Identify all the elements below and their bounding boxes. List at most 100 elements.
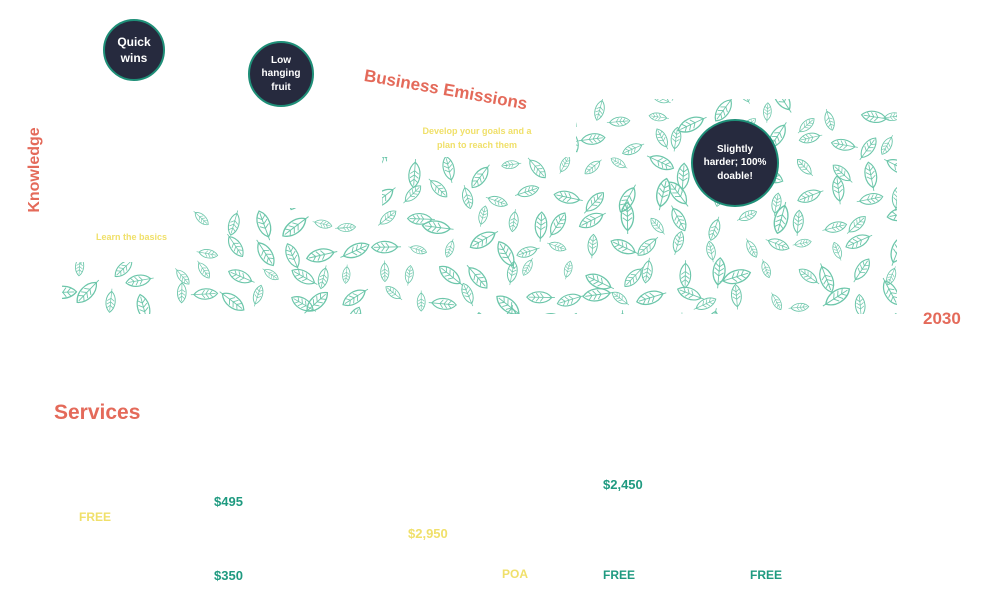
leaf-icon xyxy=(832,164,853,183)
leaf-icon xyxy=(100,129,120,144)
leaf-icon xyxy=(641,257,653,284)
leaf-icon xyxy=(191,188,219,200)
leaf-icon xyxy=(860,110,890,123)
leaf-icon xyxy=(74,315,106,331)
leaf-icon xyxy=(771,292,782,311)
leaf-icon xyxy=(421,220,454,234)
leaf-icon xyxy=(474,311,489,314)
leaf-icon xyxy=(719,269,752,285)
leaf-icon xyxy=(648,112,669,122)
leaf-icon xyxy=(428,298,457,310)
leaf-icon xyxy=(471,164,490,189)
leaf-icon xyxy=(227,233,244,258)
leaf-icon xyxy=(404,265,414,286)
step-label-develop-goals: Develop your goals and a plan to reach t… xyxy=(422,126,532,150)
leaf-icon xyxy=(428,178,448,198)
leaf-icon xyxy=(659,315,669,340)
leaf-icon xyxy=(892,77,914,102)
leaf-icon xyxy=(196,249,219,259)
leaf-icon xyxy=(853,258,870,283)
leaf-icon xyxy=(854,293,866,314)
leaf-icon xyxy=(255,195,280,206)
leaf-icon xyxy=(461,282,474,307)
leaf-icon xyxy=(62,216,76,233)
leaf-icon xyxy=(102,181,112,204)
leaf-icon xyxy=(825,323,847,339)
leaf-icon xyxy=(285,243,300,271)
leaf-icon xyxy=(624,266,644,287)
leaf-icon xyxy=(797,118,815,134)
leaf-icon xyxy=(765,238,790,251)
leaf-icon xyxy=(98,118,123,133)
leaf-icon xyxy=(286,128,298,155)
leaf-icon xyxy=(556,293,584,307)
service-price-1: FREE xyxy=(79,510,112,524)
leaf-icon xyxy=(139,80,165,95)
leaf-icon xyxy=(340,242,370,259)
leaf-icon xyxy=(526,291,555,304)
leaf-icon xyxy=(501,160,522,169)
leaf-icon xyxy=(819,263,835,293)
leaf-icon xyxy=(334,161,361,173)
leaf-icon xyxy=(709,76,737,101)
leaf-icon xyxy=(822,287,851,307)
leaf-icon xyxy=(886,266,897,286)
leaf-icon xyxy=(462,184,474,210)
leaf-icon xyxy=(256,210,272,241)
leaf-icon xyxy=(849,319,870,344)
leaf-icon xyxy=(564,125,579,153)
leaf-icon xyxy=(416,290,426,312)
leaf-icon xyxy=(882,112,897,121)
y-axis-label: Knowledge xyxy=(26,127,43,213)
leaf-icon xyxy=(335,223,357,232)
leaf-icon xyxy=(812,77,840,91)
leaf-icon xyxy=(886,207,897,222)
leaf-icon xyxy=(109,99,132,102)
leaf-icon xyxy=(230,140,252,157)
leaf-icon xyxy=(193,316,223,339)
leaf-icon xyxy=(429,315,447,335)
leaf-icon xyxy=(373,313,394,328)
leaf-icon xyxy=(256,319,285,346)
leaf-icon xyxy=(176,280,187,304)
leaf-icon xyxy=(262,158,283,168)
leaf-icon xyxy=(305,248,338,263)
leaf-icon xyxy=(618,184,636,213)
leaf-icon xyxy=(637,236,659,256)
leaf-icon xyxy=(282,216,309,237)
leaf-icon xyxy=(176,316,190,346)
leaf-icon xyxy=(136,293,151,314)
leaf-icon xyxy=(549,212,567,238)
leaf-icon xyxy=(584,159,602,175)
leaf-icon xyxy=(377,210,397,226)
leaf-icon xyxy=(712,257,726,289)
bubble-quick-wins: Quick wins xyxy=(103,19,165,81)
leaf-icon xyxy=(176,189,187,211)
leaf-icon xyxy=(587,85,615,96)
leaf-icon xyxy=(583,192,604,214)
leaf-icon xyxy=(650,217,665,235)
leaf-icon xyxy=(832,175,845,205)
leaf-icon xyxy=(693,297,717,310)
leaf-icon xyxy=(105,288,116,313)
leaf-icon xyxy=(559,155,571,174)
leaf-icon xyxy=(615,77,637,101)
leaf-icon xyxy=(228,269,255,284)
leaf-icon xyxy=(884,159,897,175)
leaf-icon xyxy=(193,168,223,185)
leaf-icon xyxy=(234,155,244,176)
leaf-icon xyxy=(106,159,133,177)
leaf-icon xyxy=(256,239,275,267)
leaf-icon xyxy=(610,239,639,255)
leaf-icon xyxy=(553,190,583,204)
leaf-icon xyxy=(466,264,488,289)
service-price-5: POA xyxy=(502,567,529,581)
leaf-icon xyxy=(846,216,866,234)
leaf-icon xyxy=(585,273,615,290)
leaf-icon xyxy=(342,288,369,307)
leaf-icon xyxy=(380,260,390,283)
leaf-icon xyxy=(676,286,705,301)
leaf-icon xyxy=(822,221,848,233)
services-heading: Services xyxy=(54,401,141,424)
leaf-icon xyxy=(792,238,812,248)
